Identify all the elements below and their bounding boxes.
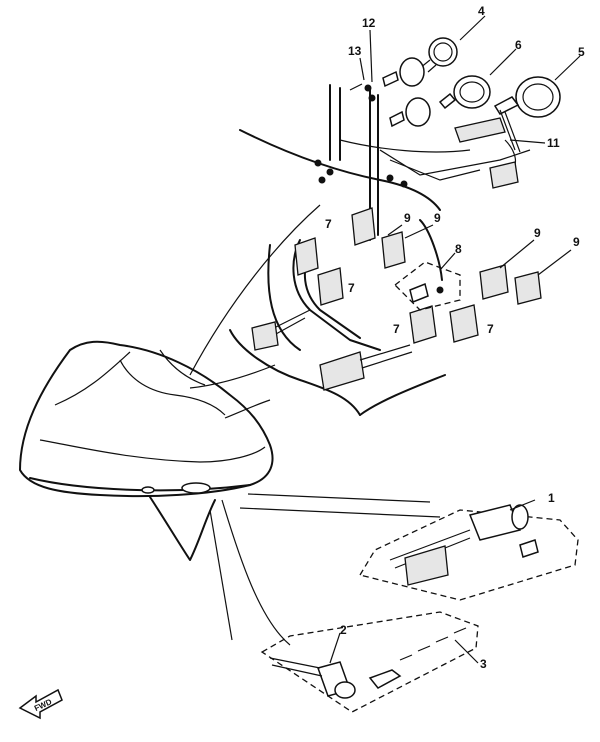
switch-9-c: [479, 264, 509, 300]
callout-7b: 7: [348, 281, 355, 295]
switch-7-right: [449, 304, 479, 343]
screw: [400, 180, 408, 188]
switch-7-lower: [409, 305, 437, 344]
callout-leaders: [329, 15, 581, 664]
connector-block-11: [454, 117, 506, 143]
screw: [386, 174, 394, 182]
hull-cover: [19, 340, 274, 561]
switch-7-mid: [317, 267, 344, 306]
fwd-arrow: FWD: [18, 688, 63, 720]
screw: [326, 168, 334, 176]
nut-13: [368, 94, 376, 102]
switch-hole: [181, 482, 211, 494]
switch-9-d: [514, 271, 542, 305]
callout-9b: 9: [434, 211, 441, 225]
callout-1: 1: [548, 491, 555, 505]
callout-7c: 7: [393, 322, 400, 336]
callout-2: 2: [340, 623, 347, 637]
callout-4: 4: [478, 4, 485, 18]
callout-7a: 7: [325, 217, 332, 231]
callout-9a: 9: [404, 211, 411, 225]
lower-harness: [251, 207, 542, 391]
callout-7d: 7: [487, 322, 494, 336]
callout-11: 11: [547, 136, 560, 150]
callout-13: 13: [348, 44, 362, 58]
gauge-6: [438, 75, 491, 110]
screw: [318, 176, 326, 184]
callout-8: 8: [455, 242, 462, 256]
gauge-holder-left: [382, 57, 431, 128]
callout-3: 3: [480, 657, 487, 671]
gauge-4: [419, 37, 458, 73]
gauge-5: [493, 76, 561, 153]
item-8-group: [394, 261, 461, 311]
screw: [314, 159, 322, 167]
wrench-tool: [368, 669, 402, 689]
connector-left: [251, 321, 279, 351]
callout-6: 6: [515, 38, 522, 52]
item-2-3-group: [260, 611, 479, 713]
switch-9-a: [351, 207, 376, 246]
switch-hole-small: [141, 486, 155, 494]
nut-12: [364, 84, 372, 92]
switch-7-upper: [294, 237, 319, 276]
callout-9d: 9: [573, 235, 580, 249]
switch-9-b: [381, 231, 406, 269]
connector-top-right: [489, 161, 519, 189]
connector-bottom: [319, 351, 365, 391]
item-1-group: [358, 504, 579, 601]
callout-12: 12: [362, 16, 376, 30]
callout-9c: 9: [534, 226, 541, 240]
leader-arrows: [189, 204, 441, 646]
callout-5: 5: [578, 45, 585, 59]
meter-bracket-frame: [229, 129, 446, 416]
callout-numbers: 1 2 3 4 5 6 7 7 7 7 8 9 9 9 9 11 12 13: [325, 4, 585, 671]
